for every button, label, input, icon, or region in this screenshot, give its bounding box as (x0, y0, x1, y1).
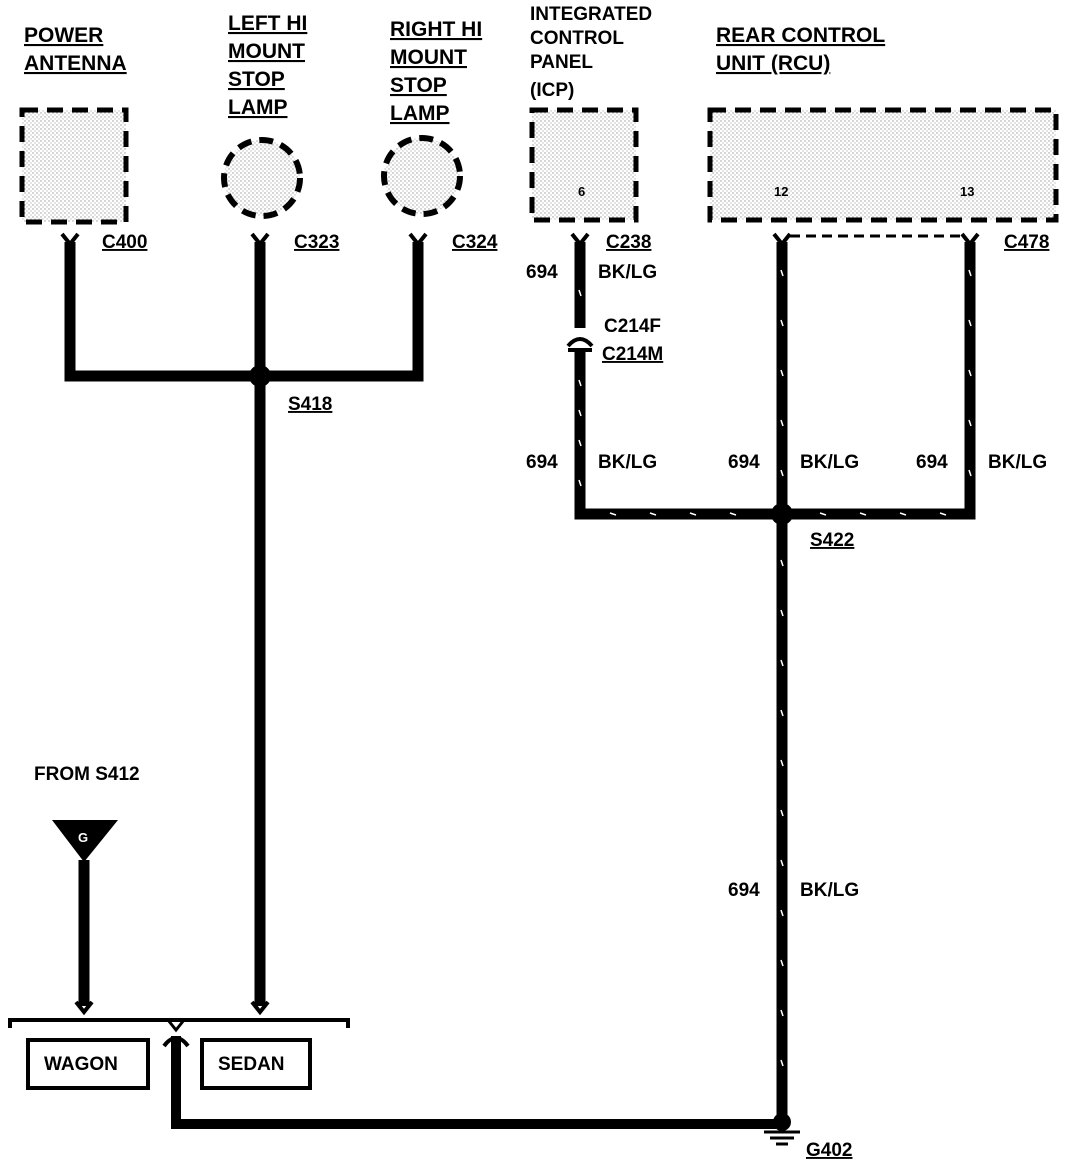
icp-box (529, 107, 639, 223)
connector-c400: C400 (102, 232, 147, 253)
wire-icp-lower-color: BK/LG (598, 452, 657, 473)
rcu-pin-13-label: 13 (960, 184, 974, 199)
left-hmsl-label: LEFT HI MOUNT STOP LAMP (228, 12, 307, 119)
bus-hook (162, 1036, 190, 1048)
wire-icp-upper-circuit: 694 (526, 262, 558, 283)
from-reference-label: FROM S412 (34, 764, 140, 785)
svg-text:LAMP: LAMP (228, 96, 288, 119)
power-antenna-box (19, 107, 129, 225)
option-bus-bracket (8, 1018, 350, 1028)
inline-connector-female: C214F (604, 316, 661, 337)
wire-ground-color: BK/LG (800, 880, 859, 901)
sedan-option-box (200, 1038, 312, 1090)
wire-rcu13-color: BK/LG (988, 452, 1047, 473)
right-wiring (574, 242, 976, 1118)
ground-label: G402 (806, 1140, 852, 1161)
svg-text:RIGHT HI: RIGHT HI (390, 18, 482, 41)
inline-connector-c214 (566, 328, 594, 352)
wagon-option-box (26, 1038, 150, 1090)
bus-forks (74, 1000, 270, 1016)
svg-text:MOUNT: MOUNT (228, 40, 305, 63)
svg-text:LEFT HI: LEFT HI (228, 12, 307, 35)
page-reference-arrow-icon (52, 820, 118, 862)
right-hmsl-label: RIGHT HI MOUNT STOP LAMP (390, 18, 482, 125)
splice-s418-label: S418 (288, 394, 332, 415)
right-hmsl-lamp (381, 135, 463, 217)
svg-text:UNIT (RCU): UNIT (RCU) (716, 52, 830, 75)
icp-label: INTEGRATED CONTROL PANEL (ICP) (530, 4, 652, 101)
splice-s418-dot (249, 365, 271, 387)
connector-c324: C324 (452, 232, 498, 253)
svg-text:(ICP): (ICP) (530, 80, 574, 101)
power-antenna-label: POWER ANTENNA (24, 24, 127, 75)
inline-connector-male: C214M (602, 344, 663, 365)
sedan-option-label: SEDAN (218, 1054, 285, 1075)
splice-s422-label: S422 (810, 530, 854, 551)
svg-text:LAMP: LAMP (390, 102, 450, 125)
ground-icon (764, 1130, 800, 1146)
left-hmsl-lamp (221, 137, 303, 219)
wire-icp-upper-color: BK/LG (598, 262, 657, 283)
left-wiring (64, 242, 424, 1006)
wagon-option-label: WAGON (44, 1054, 118, 1075)
splice-s422-dot (771, 503, 793, 525)
bus-to-ground-wire (171, 1036, 776, 1129)
wire-rcu12-circuit: 694 (728, 452, 760, 473)
svg-text:CONTROL: CONTROL (530, 28, 624, 49)
rcu-pin-12-label: 12 (774, 184, 788, 199)
option-bus-fork (166, 1019, 186, 1033)
icp-pin-label: 6 (578, 184, 585, 199)
svg-text:REAR CONTROL: REAR CONTROL (716, 24, 885, 47)
ground-node (773, 1113, 791, 1131)
svg-text:POWER: POWER (24, 24, 103, 47)
svg-text:STOP: STOP (390, 74, 447, 97)
connector-c323: C323 (294, 232, 339, 253)
wire-ticks (578, 269, 972, 1067)
connector-c478: C478 (1004, 232, 1049, 253)
page-reference-symbol: G (78, 830, 88, 845)
rcu-label: REAR CONTROL UNIT (RCU) (716, 24, 885, 75)
svg-text:MOUNT: MOUNT (390, 46, 467, 69)
connector-c238: C238 (606, 232, 651, 253)
svg-text:INTEGRATED: INTEGRATED (530, 4, 652, 25)
wire-icp-lower-circuit: 694 (526, 452, 558, 473)
svg-text:ANTENNA: ANTENNA (24, 52, 127, 75)
wire-rcu12-color: BK/LG (800, 452, 859, 473)
rcu-box (707, 107, 1059, 223)
svg-text:STOP: STOP (228, 68, 285, 91)
wire-rcu13-circuit: 694 (916, 452, 948, 473)
svg-text:PANEL: PANEL (530, 52, 593, 73)
wire-ground-circuit: 694 (728, 880, 760, 901)
